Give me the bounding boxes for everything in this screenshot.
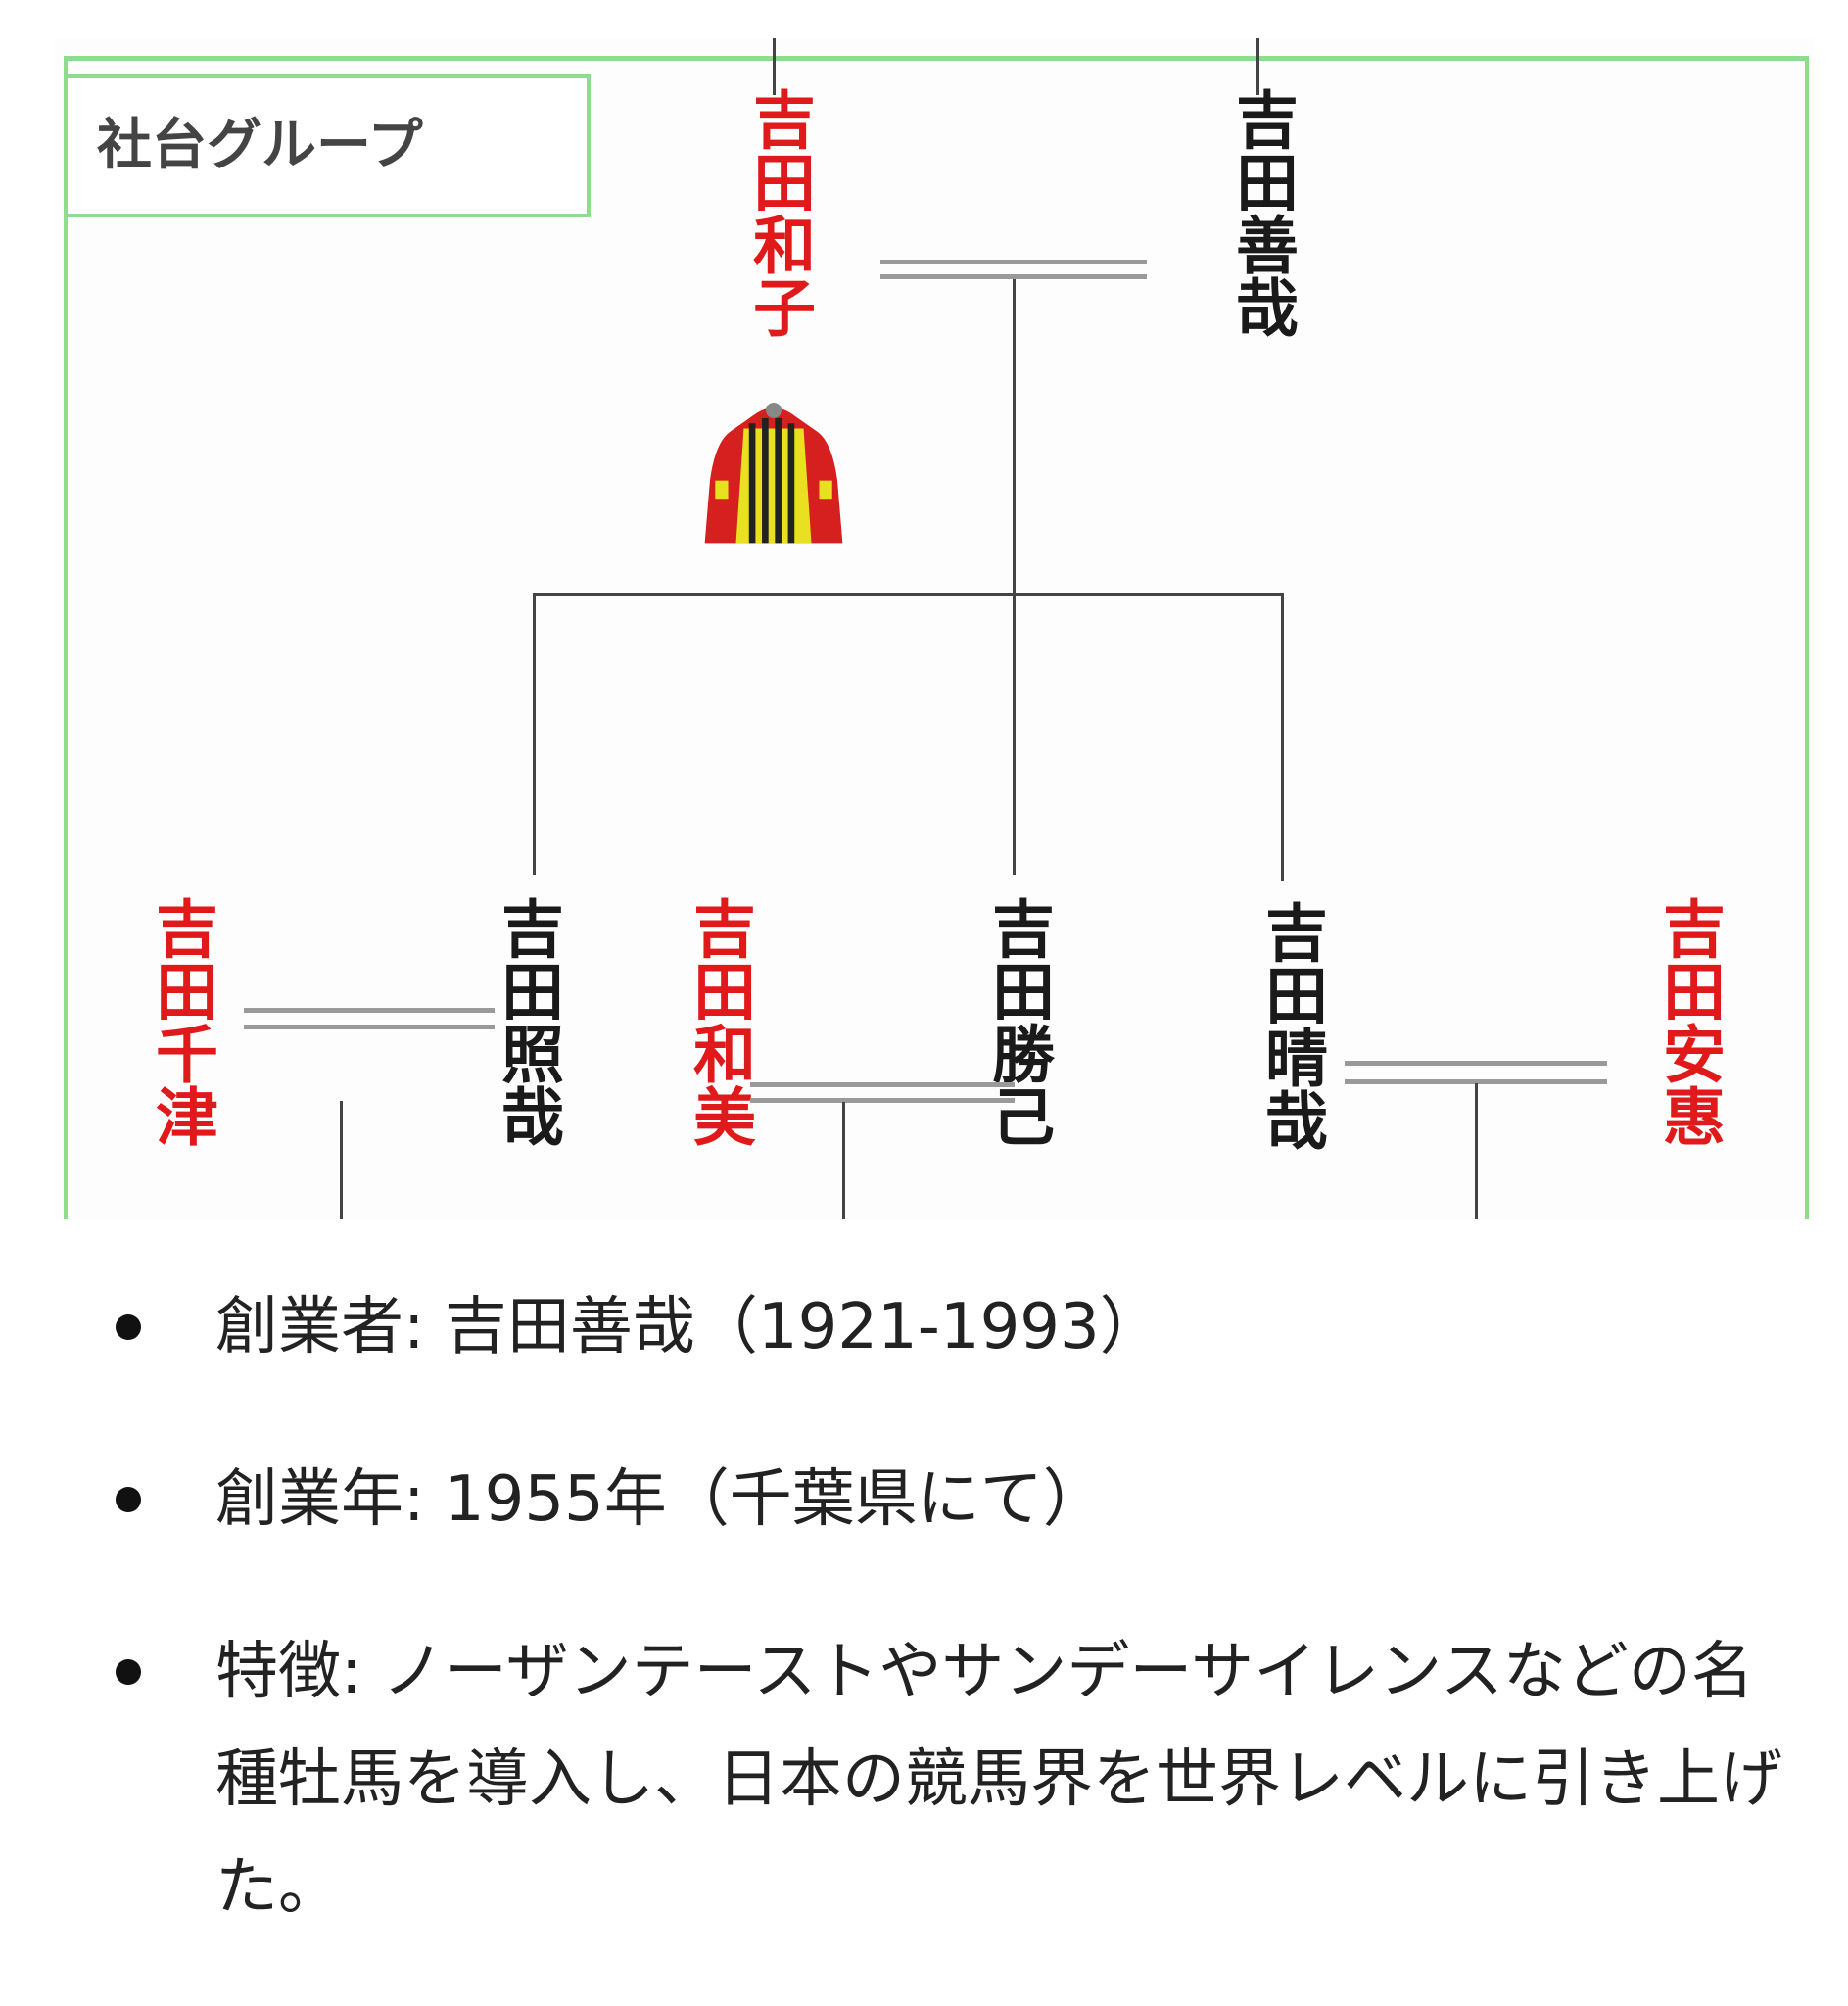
connector	[773, 38, 776, 95]
person-name: 吉田善哉	[1225, 87, 1298, 338]
marriage-line	[880, 274, 1147, 279]
jockey-silks-icon	[704, 403, 843, 544]
family-tree-diagram: 社台グループ 吉田和子 吉田善哉 吉田千津 吉田照哉 吉田和美 吉田勝己 吉田晴…	[55, 38, 1813, 1219]
marriage-line	[244, 1025, 495, 1029]
connector	[1475, 1083, 1478, 1219]
marriage-line	[1345, 1061, 1607, 1066]
list-item-features: 特徴: ノーザンテーストやサンデーサイレンスなどの名種牡馬を導入し、日本の競馬界…	[0, 1618, 1782, 1941]
group-frame-left	[64, 56, 68, 1219]
person-name: 吉田勝己	[981, 896, 1054, 1147]
list-item-founded-year: 創業年: 1955年（千葉県にて）	[0, 1446, 1782, 1553]
group-label: 社台グループ	[64, 74, 591, 217]
list-item-founder: 創業者: 吉田善哉（1921-1993）	[0, 1273, 1782, 1381]
connector	[1013, 279, 1016, 595]
marriage-line	[880, 260, 1147, 264]
group-frame-top	[64, 56, 1809, 61]
person-name: 吉田和子	[742, 87, 815, 338]
connector	[340, 1101, 343, 1219]
person-name: 吉田和美	[683, 896, 755, 1147]
person-name: 吉田安惠	[1652, 896, 1725, 1147]
marriage-line	[244, 1008, 495, 1013]
connector	[1013, 593, 1016, 875]
person-name: 吉田晴哉	[1255, 900, 1327, 1151]
person-name: 吉田千津	[145, 896, 217, 1147]
marriage-line	[750, 1082, 1015, 1087]
person-name: 吉田照哉	[491, 896, 563, 1147]
marriage-line	[1345, 1079, 1607, 1084]
connector	[533, 593, 1283, 596]
info-list: 創業者: 吉田善哉（1921-1993） 創業年: 1955年（千葉県にて） 特…	[0, 1273, 1848, 2006]
connector	[1256, 38, 1259, 95]
connector	[533, 593, 536, 875]
group-frame-right	[1805, 56, 1809, 1219]
marriage-line	[750, 1098, 1015, 1103]
connector	[1281, 593, 1284, 881]
connector	[842, 1102, 845, 1219]
